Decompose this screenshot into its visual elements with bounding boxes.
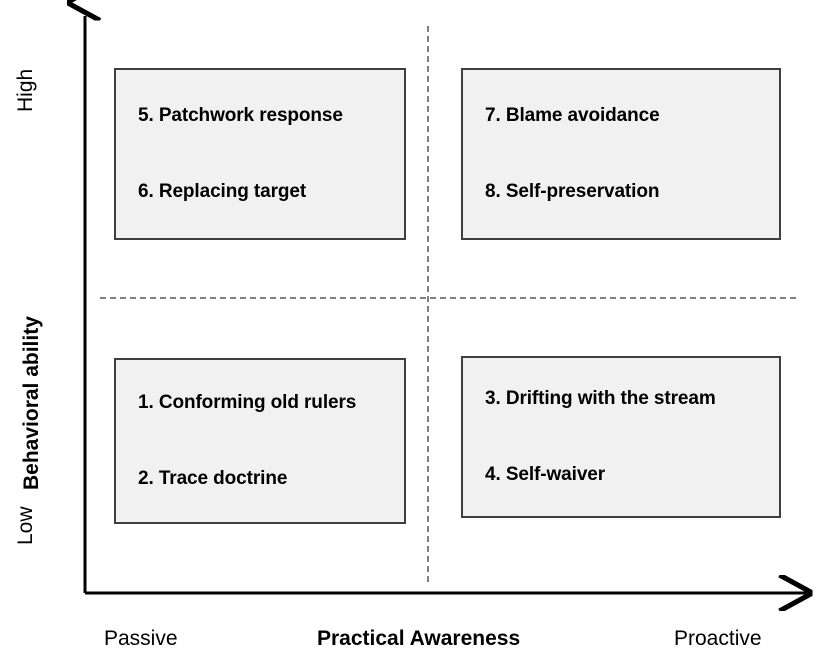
quadrant-box-top-left: 5. Patchwork response 6. Replacing targe… [114,68,406,240]
quadrant-item: 3. Drifting with the stream [485,388,716,410]
vertical-divider [427,26,429,582]
x-axis-high-label: Proactive [674,627,762,650]
quadrant-box-bottom-left: 1. Conforming old rulers 2. Trace doctri… [114,358,406,524]
quadrant-item: 6. Replacing target [138,181,307,202]
quadrant-item: 5. Patchwork response [138,105,343,127]
quadrant-item: 4. Self-waiver [485,464,606,485]
quadrant-item: 7. Blame avoidance [485,105,660,127]
y-axis-high-label: High [14,68,37,112]
quadrant-item: 8. Self-preservation [485,181,660,202]
x-axis-title: Practical Awareness [317,627,521,650]
quadrant-item: 2. Trace doctrine [138,468,288,489]
x-axis-low-label: Passive [104,627,178,650]
y-axis-title: Behavioral ability [20,316,43,490]
quadrant-box-bottom-right: 3. Drifting with the stream 4. Self-waiv… [461,356,781,518]
quadrant-box-top-right: 7. Blame avoidance 8. Self-preservation [461,68,781,240]
y-axis-low-label: Low [14,506,37,545]
quadrant-item: 1. Conforming old rulers [138,392,357,414]
horizontal-divider [100,297,796,299]
